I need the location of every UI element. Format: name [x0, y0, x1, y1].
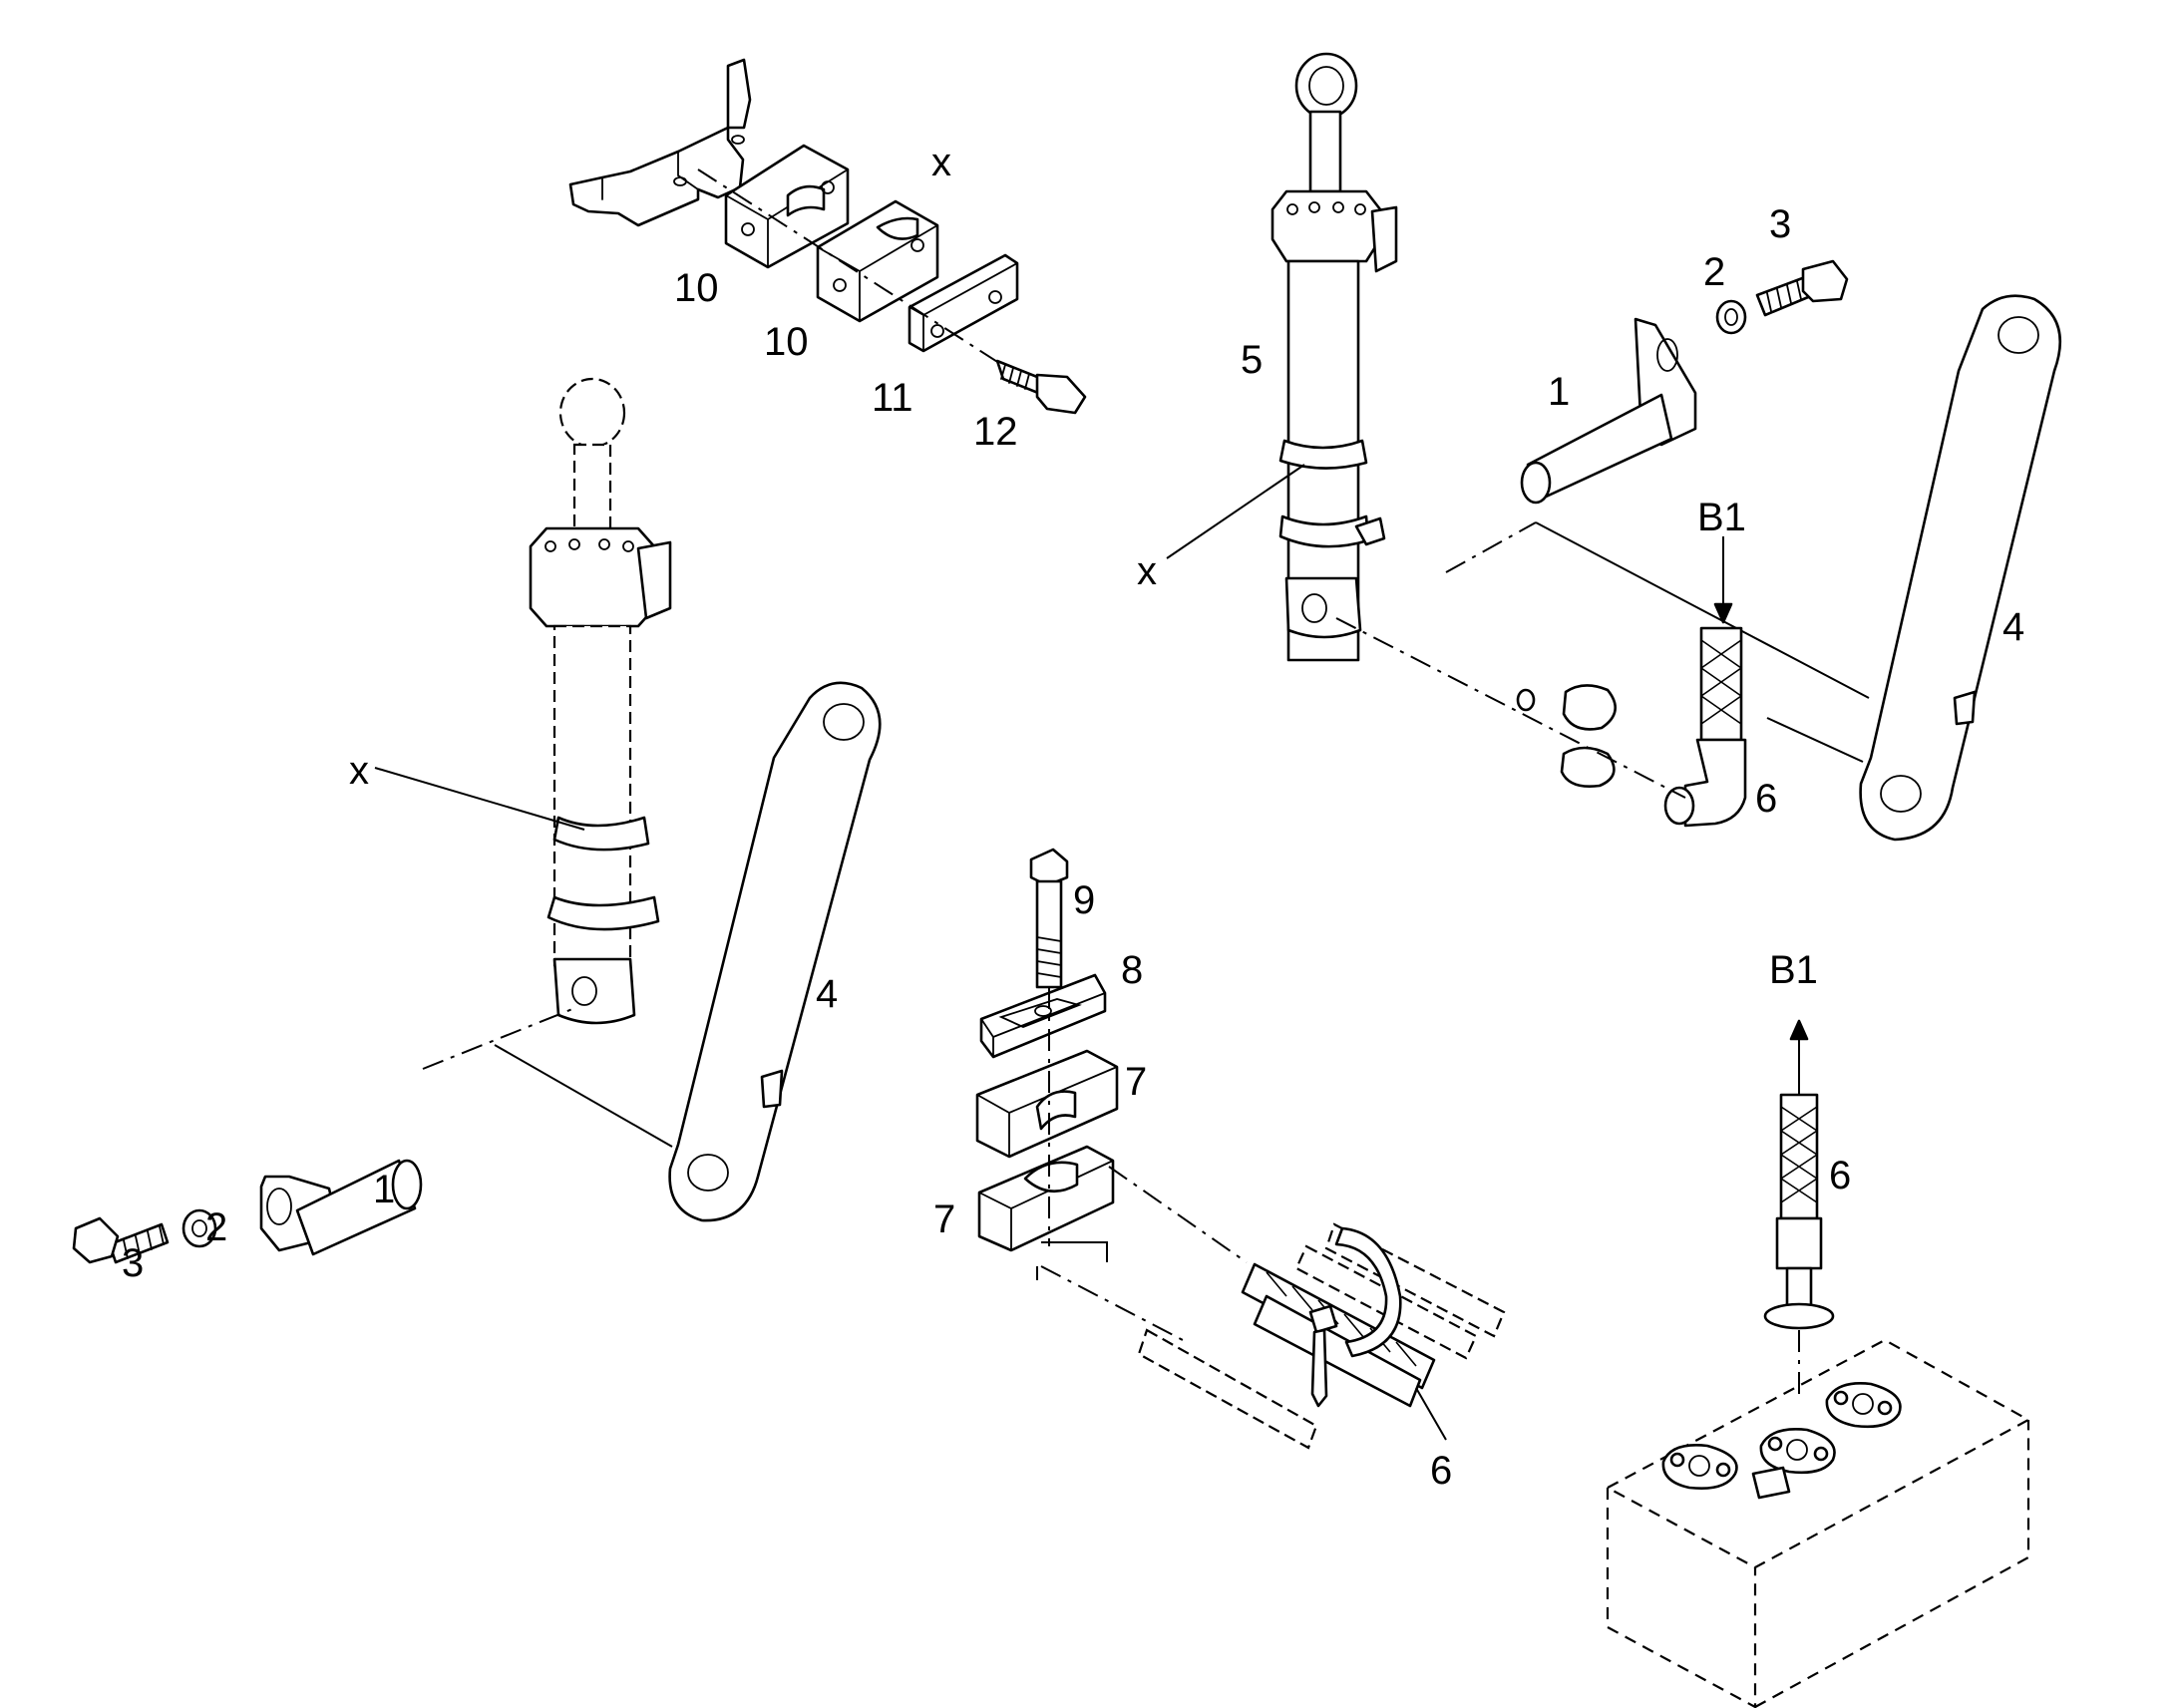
label-4-right: 4: [2002, 605, 2024, 649]
label-6-bottom: 6: [1430, 1449, 1452, 1493]
lift-arm-right: [1859, 294, 2062, 842]
label-1-right: 1: [1548, 370, 1570, 414]
pin-washer-bolt-right: [1445, 259, 1870, 699]
label-3-right: 3: [1769, 202, 1791, 246]
label-b1-bottom: B1: [1769, 948, 1818, 992]
x-leader-right: [1166, 464, 1305, 559]
label-8: 8: [1121, 948, 1143, 992]
hose-and-valve-block: [1605, 1019, 2031, 1708]
x-leader-left: [374, 767, 585, 831]
hose-bundle: [1137, 1222, 1506, 1450]
hydraulic-cylinder-left: [529, 377, 672, 1025]
label-6-right: 6: [1755, 777, 1777, 821]
label-1-left: 1: [373, 1168, 395, 1211]
label-x-top: x: [931, 141, 951, 184]
label-9: 9: [1073, 878, 1095, 922]
label-x-left: x: [349, 749, 369, 793]
label-2-right: 2: [1703, 250, 1725, 294]
arm-leader-right: [1766, 717, 1864, 763]
label-11: 11: [872, 376, 913, 420]
hose-leader-bottom: [1415, 1387, 1447, 1441]
hose-right: [1335, 617, 1747, 828]
label-3-left: 3: [122, 1241, 144, 1285]
label-7-lower: 7: [933, 1197, 955, 1241]
label-12: 12: [973, 410, 1018, 454]
label-6-bottom-right: 6: [1829, 1154, 1851, 1197]
lift-arm-left: [668, 681, 882, 1222]
label-10-upper: 10: [674, 266, 719, 310]
label-7-upper: 7: [1125, 1060, 1147, 1104]
label-10-lower: 10: [764, 320, 809, 364]
label-x-right: x: [1137, 549, 1157, 593]
hydraulic-cylinder-right: [1271, 52, 1398, 662]
hose-clamp-stack: [975, 848, 1248, 1341]
b1-top-arrowhead: [1713, 602, 1733, 624]
label-4-left: 4: [816, 972, 838, 1016]
label-5: 5: [1241, 338, 1263, 382]
pin-washer-bolt-left: [72, 1008, 673, 1264]
label-b1-top: B1: [1697, 496, 1746, 539]
label-2-left: 2: [205, 1205, 227, 1249]
bracket-clamp-assembly: [568, 58, 1087, 415]
